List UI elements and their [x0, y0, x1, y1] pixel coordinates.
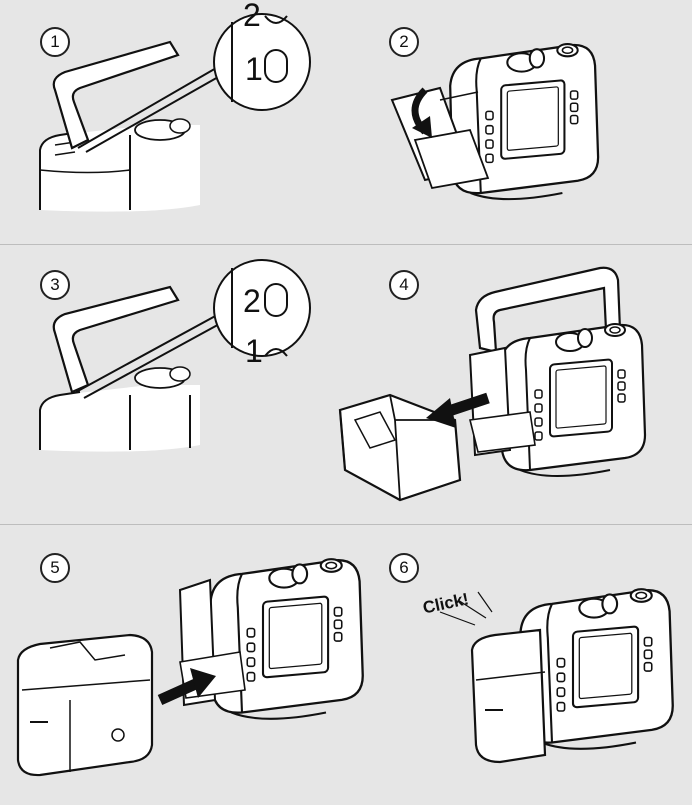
step-number-3: 3 — [40, 270, 70, 300]
panel-1-illustration: 2 1 — [39, 0, 311, 212]
panel-3-illustration: 2 1 — [39, 259, 311, 452]
step-number-6: 6 — [389, 553, 419, 583]
step-number-5: 5 — [40, 553, 70, 583]
panel-4-illustration — [338, 266, 647, 502]
panel-2-illustration — [390, 42, 600, 201]
step-number-4: 4 — [389, 270, 419, 300]
row-divider-2 — [0, 524, 692, 525]
zoom-3-bottom-digit: 1 — [245, 333, 263, 369]
zoom-1-main-digit: 1 — [245, 51, 263, 87]
panel-5-illustration — [16, 558, 364, 777]
step-number-1: 1 — [40, 27, 70, 57]
zoom-3-main-digit: 2 — [243, 283, 261, 319]
zoom-1-top-digit: 2 — [243, 0, 261, 33]
click-sound-label: Click! — [421, 589, 470, 617]
row-divider-1 — [0, 244, 692, 245]
panel-6-illustration: Click! — [421, 588, 674, 764]
step-number-2: 2 — [389, 27, 419, 57]
